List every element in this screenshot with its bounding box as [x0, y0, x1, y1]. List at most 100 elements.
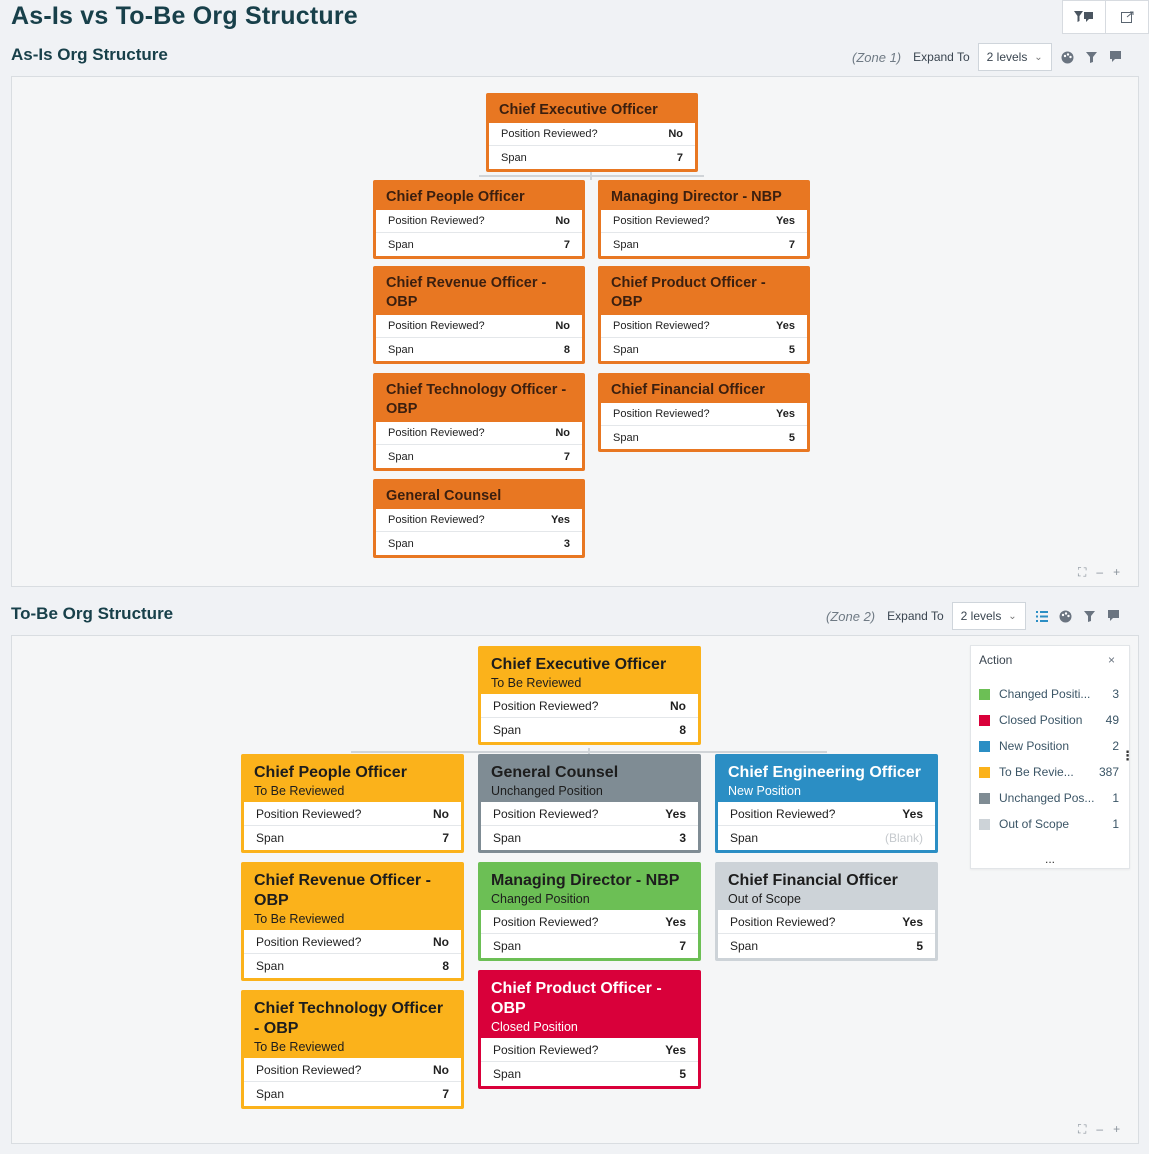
row-value: 3 [563, 537, 570, 550]
org-card-title: Chief Financial Officer [611, 382, 765, 398]
legend-more[interactable]: ... [1044, 852, 1055, 866]
row-label: Position Reviewed? [256, 1062, 362, 1077]
tobe-zoom-controls: ⛶ – + [1078, 1122, 1120, 1137]
fit-screen-icon[interactable]: ⛶ [1078, 1122, 1087, 1136]
org-card-title: Chief People Officer [386, 189, 525, 205]
filter-icon[interactable] [1084, 49, 1100, 65]
comment-icon[interactable] [1108, 49, 1124, 65]
row-value: No [670, 698, 686, 713]
zoom-in-icon[interactable]: + [1113, 1122, 1121, 1136]
palette-icon[interactable] [1058, 608, 1074, 624]
row-label: Span [388, 343, 414, 356]
legend-count: 3 [1112, 687, 1119, 701]
position-reviewed-row: Position Reviewed?Yes [718, 910, 935, 934]
row-label: Span [730, 939, 759, 953]
zoom-in-icon[interactable]: + [1113, 565, 1121, 579]
row-label: Span [613, 343, 639, 356]
org-card-status: To Be Reviewed [254, 912, 345, 926]
legend-list-icon[interactable] [1034, 608, 1050, 624]
row-label: Position Reviewed? [493, 698, 599, 713]
row-label: Position Reviewed? [388, 514, 485, 526]
org-card-title: Chief Executive Officer [499, 102, 658, 118]
row-label: Position Reviewed? [388, 320, 485, 332]
fit-screen-icon[interactable]: ⛶ [1078, 565, 1087, 579]
row-value: Yes [776, 408, 795, 420]
row-label: Position Reviewed? [388, 215, 485, 227]
zoom-out-icon[interactable]: – [1096, 565, 1104, 579]
row-value: 8 [442, 959, 449, 973]
palette-icon[interactable] [1060, 49, 1076, 65]
legend-swatch [979, 766, 990, 778]
row-value: No [433, 806, 449, 821]
legend-count: 1 [1112, 791, 1119, 805]
tobe-expand-value: 2 levels [960, 609, 1002, 623]
row-value: Yes [776, 215, 795, 227]
org-card-status: New Position [728, 784, 801, 798]
row-label: Span [256, 831, 285, 845]
legend-label: Changed Positi... [999, 687, 1091, 701]
close-icon[interactable]: × [1107, 653, 1115, 667]
chevron-down-icon: ⌄ [1034, 51, 1043, 63]
filter-comment-button[interactable] [1063, 1, 1106, 33]
row-label: Span [388, 238, 414, 251]
comment-icon[interactable] [1106, 608, 1122, 624]
row-value: Yes [665, 914, 686, 929]
org-card-title: Chief Product Officer - OBP [611, 275, 766, 310]
asis-expand-dropdown[interactable]: 2 levels ⌄ [977, 43, 1052, 71]
export-button[interactable] [1106, 1, 1148, 33]
row-label: Span [493, 939, 522, 953]
legend-count: 49 [1105, 713, 1119, 727]
row-label: Span [493, 831, 522, 845]
row-value: Yes [776, 320, 795, 332]
zoom-out-icon[interactable]: – [1096, 1122, 1104, 1136]
top-toolbar [1062, 0, 1149, 34]
row-value: 8 [563, 343, 570, 356]
legend-item[interactable]: Unchanged Pos...1 [979, 791, 1119, 805]
more-options-icon[interactable]: ⋮ [1121, 748, 1134, 763]
row-label: Position Reviewed? [501, 128, 598, 140]
row-value: 7 [679, 939, 686, 953]
row-value: Yes [902, 914, 923, 929]
row-label: Position Reviewed? [613, 215, 710, 227]
legend-item[interactable]: To Be Revie...387 [979, 765, 1119, 779]
row-label: Span [613, 431, 639, 444]
filter-comment-icon [1074, 11, 1093, 22]
export-icon [1120, 11, 1133, 23]
legend-swatch [979, 740, 990, 752]
tobe-expand-dropdown[interactable]: 2 levels ⌄ [951, 602, 1026, 630]
page-title: As-Is vs To-Be Org Structure [11, 2, 358, 30]
filter-icon[interactable] [1082, 608, 1098, 624]
asis-expand-value: 2 levels [986, 50, 1028, 64]
legend-item[interactable]: Changed Positi... 3 [979, 687, 1119, 701]
